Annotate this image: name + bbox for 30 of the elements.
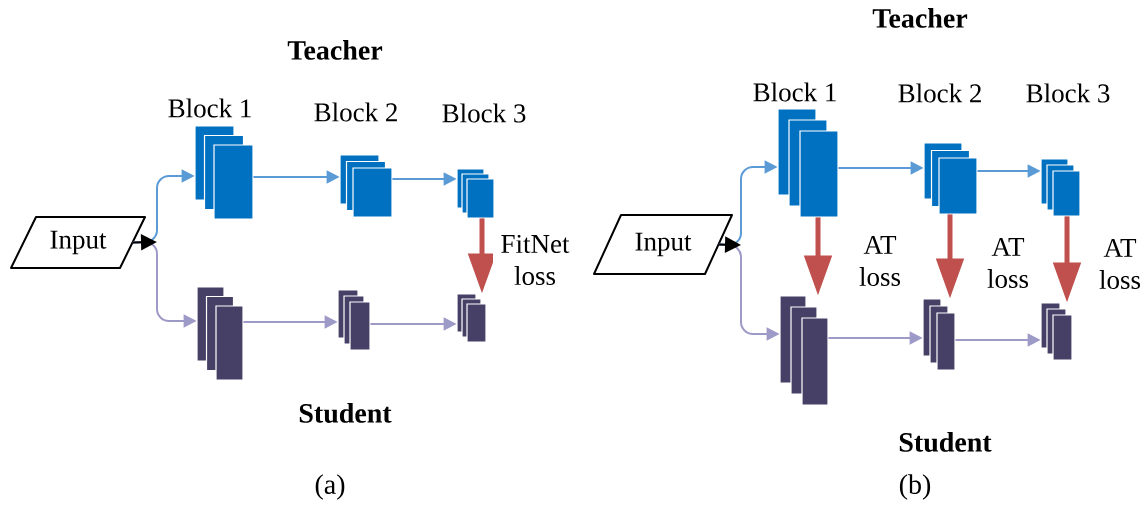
feature-map-stack bbox=[1040, 302, 1073, 361]
feature-map-stack bbox=[337, 289, 371, 351]
feature-map-stack bbox=[456, 293, 487, 343]
input-box: Input bbox=[10, 216, 146, 269]
panel-title: Student bbox=[899, 432, 992, 452]
block-label: Block 2 bbox=[314, 102, 397, 122]
feature-map-stack bbox=[1040, 158, 1081, 217]
panel-label: (a) bbox=[315, 474, 345, 500]
block-label: Block 1 bbox=[168, 98, 251, 118]
feature-map-stack bbox=[777, 108, 839, 218]
feature-map-stack bbox=[339, 154, 393, 218]
feature-map-stack bbox=[194, 125, 254, 220]
feature-map-stack bbox=[196, 286, 244, 381]
feature-map-stack bbox=[779, 295, 829, 406]
panel-title: Teacher bbox=[872, 8, 968, 28]
feature-map-stack bbox=[922, 298, 956, 371]
edge-label: AT loss bbox=[980, 235, 1036, 291]
edge-label: AT loss bbox=[1092, 236, 1145, 292]
edge-label: FitNet loss bbox=[493, 232, 577, 288]
panel-title: Student bbox=[299, 403, 392, 423]
block-label: Block 1 bbox=[753, 82, 836, 102]
feature-map-stack bbox=[923, 142, 978, 215]
feature-map-stack bbox=[456, 168, 495, 219]
block-label: Block 3 bbox=[442, 103, 526, 123]
panel-title: Teacher bbox=[287, 40, 383, 60]
block-label: Block 3 bbox=[1026, 83, 1110, 103]
panel-label: (b) bbox=[899, 474, 931, 500]
block-label: Block 2 bbox=[898, 83, 981, 103]
edge-label: AT loss bbox=[852, 233, 908, 289]
input-box: Input bbox=[593, 214, 733, 275]
